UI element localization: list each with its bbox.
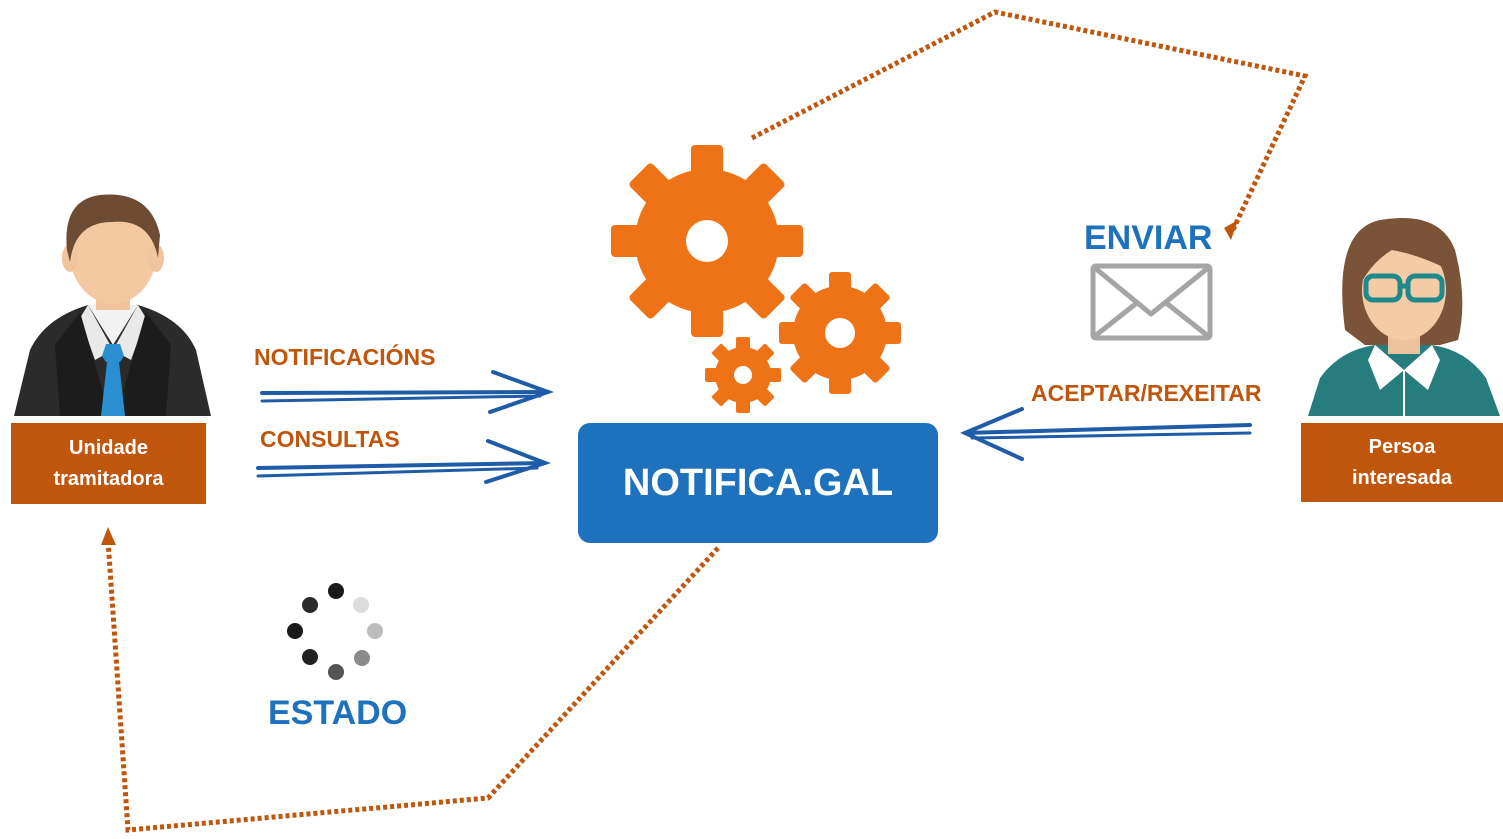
persoa-interesada-line2: interesada bbox=[1351, 466, 1453, 489]
persoa-interesada-line1: Persoa bbox=[1368, 435, 1436, 458]
envelope-icon bbox=[1090, 263, 1213, 341]
notifica-gal-title: NOTIFICA.GAL bbox=[622, 461, 894, 504]
unidade-tramitadora-label: Unidade tramitadora bbox=[11, 423, 206, 504]
businessman-avatar-icon bbox=[14, 194, 211, 416]
persoa-interesada-label: Persoa interesada bbox=[1301, 423, 1503, 502]
enviar-label: ENVIAR bbox=[1084, 219, 1213, 257]
estado-label: ESTADO bbox=[268, 694, 408, 732]
aceptar-rexeitar-label: ACEPTAR/REXEITAR bbox=[1031, 380, 1262, 406]
gears-icon bbox=[611, 145, 901, 413]
arrow-aceptar-rexeitar bbox=[960, 407, 1252, 461]
arrowhead-estado bbox=[101, 527, 116, 545]
arrow-consultas bbox=[256, 439, 551, 484]
loading-spinner-icon bbox=[287, 583, 383, 680]
dotted-connector-enviar bbox=[750, 9, 1309, 240]
dotted-connector-estado bbox=[101, 527, 720, 833]
consultas-label: CONSULTAS bbox=[260, 426, 400, 452]
notificacions-label: NOTIFICACIÓNS bbox=[254, 344, 436, 370]
woman-avatar-icon bbox=[1308, 218, 1500, 416]
arrow-notificacions bbox=[260, 370, 554, 414]
unidade-tramitadora-line2: tramitadora bbox=[53, 467, 164, 490]
unidade-tramitadora-line1: Unidade bbox=[69, 436, 148, 459]
notifica-gal-box: NOTIFICA.GAL bbox=[578, 423, 938, 543]
arrowhead-enviar bbox=[1224, 220, 1238, 240]
